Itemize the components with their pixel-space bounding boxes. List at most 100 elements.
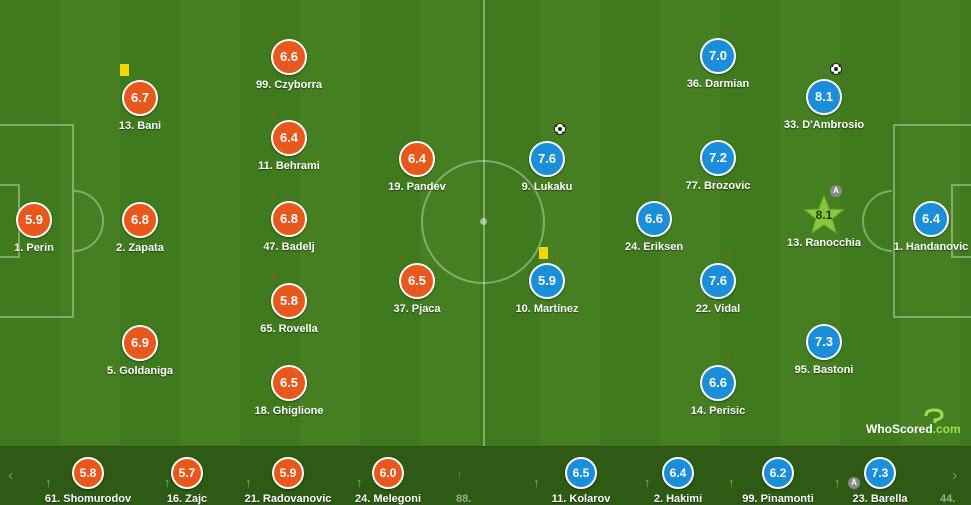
player-away-lukaku[interactable]: 7.6 9. Lukaku	[487, 123, 607, 205]
substitutes-bar: ‹ › ↑ 5.8 61. Shomurodov ↑ 5.7 16. Zajc …	[0, 446, 971, 505]
captain-icon: A	[830, 185, 842, 197]
player-away-darmian[interactable]: 7.0 36. Darmian ↓	[658, 23, 778, 102]
rating-badge: 6.8	[122, 202, 158, 238]
rating-badge: 5.8	[72, 457, 104, 489]
player-name: 13. Bani	[118, 120, 162, 132]
logo-text: WhoScored	[866, 422, 933, 436]
sub-on-arrow-icon: ↑	[533, 475, 540, 490]
bench-player-away[interactable]: ↑ 6.4 2. Hakimi	[618, 447, 738, 505]
player-name: 5. Goldaniga	[106, 365, 173, 377]
rating-badge: 7.2	[700, 140, 736, 176]
player-away-vidal[interactable]: 7.6 22. Vidal ↓	[658, 248, 778, 327]
player-name: 2. Hakimi	[653, 493, 703, 505]
player-away-ranocchia[interactable]: 8.1 13. Ranocchia A	[764, 185, 884, 261]
player-away-brozovic[interactable]: 7.2 77. Brozovic	[658, 140, 778, 204]
sub-off-arrow-icon: ↓	[725, 22, 732, 37]
rating-badge: 6.0	[372, 457, 404, 489]
player-home-ghiglione[interactable]: 6.5 18. Ghiglione	[229, 365, 349, 429]
rating-badge: 6.4	[913, 201, 949, 237]
rating-badge: 6.7	[122, 80, 158, 116]
bench-player-away[interactable]: A ↑ 7.3 23. Barella	[820, 447, 940, 505]
rating-badge: 8.1	[806, 79, 842, 115]
sub-on-arrow-icon: ↑	[834, 475, 841, 490]
player-name: 11. Behrami	[258, 160, 320, 172]
rating-badge: 5.9	[272, 457, 304, 489]
player-name: 21. Radovanovic	[244, 493, 332, 505]
chevron-left-icon[interactable]: ‹	[8, 467, 14, 484]
player-name: 24. Eriksen	[624, 241, 684, 253]
bench-player-home[interactable]: ↑ 6.0 24. Melegoni	[328, 447, 448, 505]
rating-badge: 7.6	[529, 141, 565, 177]
player-name: 11. Kolarov	[551, 493, 611, 505]
bench-player-home[interactable]: ↑ 5.9 21. Radovanovic	[228, 447, 348, 505]
bench-player-home-partial[interactable]: ↑ 88.	[456, 447, 476, 505]
sub-off-arrow-icon: ↓	[554, 247, 561, 262]
player-away-perisic[interactable]: 6.6 14. Perisic ↓	[658, 350, 778, 429]
player-name: 22. Vidal	[695, 303, 741, 315]
player-home-gk[interactable]: 5.9 1. Perin	[0, 202, 94, 266]
rating-badge: 6.4	[399, 141, 435, 177]
player-name: 95. Bastoni	[794, 364, 854, 376]
player-away-eriksen[interactable]: 6.6 24. Eriksen ↓	[594, 186, 714, 265]
sub-on-arrow-icon: ↑	[456, 467, 463, 482]
player-name: 9. Lukaku	[521, 181, 573, 193]
bench-player-away[interactable]: ↑ 6.5 11. Kolarov	[521, 447, 641, 505]
player-away-dambrosio[interactable]: 8.1 33. D'Ambrosio	[764, 63, 884, 143]
player-name: 47. Badelj	[263, 241, 315, 253]
player-home-pandev[interactable]: 6.4 19. Pandev	[357, 141, 477, 205]
player-home-badelj[interactable]: 6.8 47. Badelj ↓	[229, 186, 349, 265]
sub-on-arrow-icon: ↑	[728, 475, 735, 490]
sub-on-arrow-icon: ↑	[356, 475, 363, 490]
chevron-right-icon[interactable]: ›	[952, 467, 958, 484]
player-name: 88.	[456, 493, 472, 505]
center-circle	[421, 160, 545, 284]
center-spot	[480, 218, 487, 225]
rating-badge: 7.3	[864, 457, 896, 489]
sub-on-arrow-icon: ↑	[45, 475, 52, 490]
player-home-rovella[interactable]: 5.8 65. Rovella ↓	[229, 268, 349, 347]
goal-ball-icon	[554, 123, 566, 135]
player-name: 13. Ranocchia	[787, 237, 861, 249]
rating-badge: 5.7	[171, 457, 203, 489]
player-name: 18. Ghiglione	[254, 405, 324, 417]
player-home-czyborra[interactable]: 6.6 99. Czyborra ↓	[229, 23, 349, 103]
player-name: 1. Handanovic	[893, 241, 969, 253]
player-home-bani[interactable]: 6.7 13. Bani	[80, 64, 200, 144]
rating-badge: 6.4	[271, 120, 307, 156]
sub-off-arrow-icon: ↓	[398, 247, 405, 262]
player-home-goldaniga[interactable]: 6.9 5. Goldaniga	[80, 325, 200, 389]
star-icon	[802, 193, 846, 235]
rating-badge: 6.5	[399, 263, 435, 299]
rating-badge: 5.9	[16, 202, 52, 238]
rating-badge: 6.6	[636, 201, 672, 237]
player-name: 2. Zapata	[116, 242, 164, 254]
rating-badge: 7.6	[700, 263, 736, 299]
bench-player-home[interactable]: ↑ 5.8 61. Shomurodov	[28, 447, 148, 505]
player-name: 16. Zajc	[166, 493, 208, 505]
logo-suffix: .com	[932, 422, 961, 436]
player-away-martinez[interactable]: 5.9 10. Martínez ↓	[487, 247, 607, 327]
sub-off-arrow-icon: ↓	[661, 185, 668, 200]
rating-badge: 6.5	[271, 365, 307, 401]
bench-player-home[interactable]: ↑ 5.7 16. Zajc	[127, 447, 247, 505]
bench-player-away-partial[interactable]: 44.	[940, 447, 962, 505]
left-penalty-area	[0, 124, 74, 318]
player-away-handanovic[interactable]: 6.4 1. Handanovic	[871, 201, 971, 265]
player-name: 36. Darmian	[686, 78, 750, 90]
goal-ball-icon	[830, 63, 842, 75]
yellow-card-icon	[120, 64, 129, 76]
player-home-behrami[interactable]: 6.4 11. Behrami ↓	[229, 105, 349, 184]
player-name: 19. Pandev	[388, 181, 446, 193]
bench-player-away[interactable]: ↑ 6.2 99. Pinamonti	[718, 447, 838, 505]
player-home-pjaca[interactable]: 6.5 37. Pjaca ↓	[357, 248, 477, 327]
player-away-bastoni[interactable]: 7.3 95. Bastoni	[764, 324, 884, 388]
rating-badge: 6.9	[122, 325, 158, 361]
player-home-zapata[interactable]: 6.8 2. Zapata	[80, 202, 200, 266]
rating-badge: 6.4	[662, 457, 694, 489]
rating-value: 8.1	[815, 208, 833, 222]
sub-off-arrow-icon: ↓	[725, 349, 732, 364]
player-name: 23. Barella	[852, 493, 908, 505]
rating-badge: 6.5	[565, 457, 597, 489]
sub-off-arrow-icon: ↓	[270, 185, 277, 200]
